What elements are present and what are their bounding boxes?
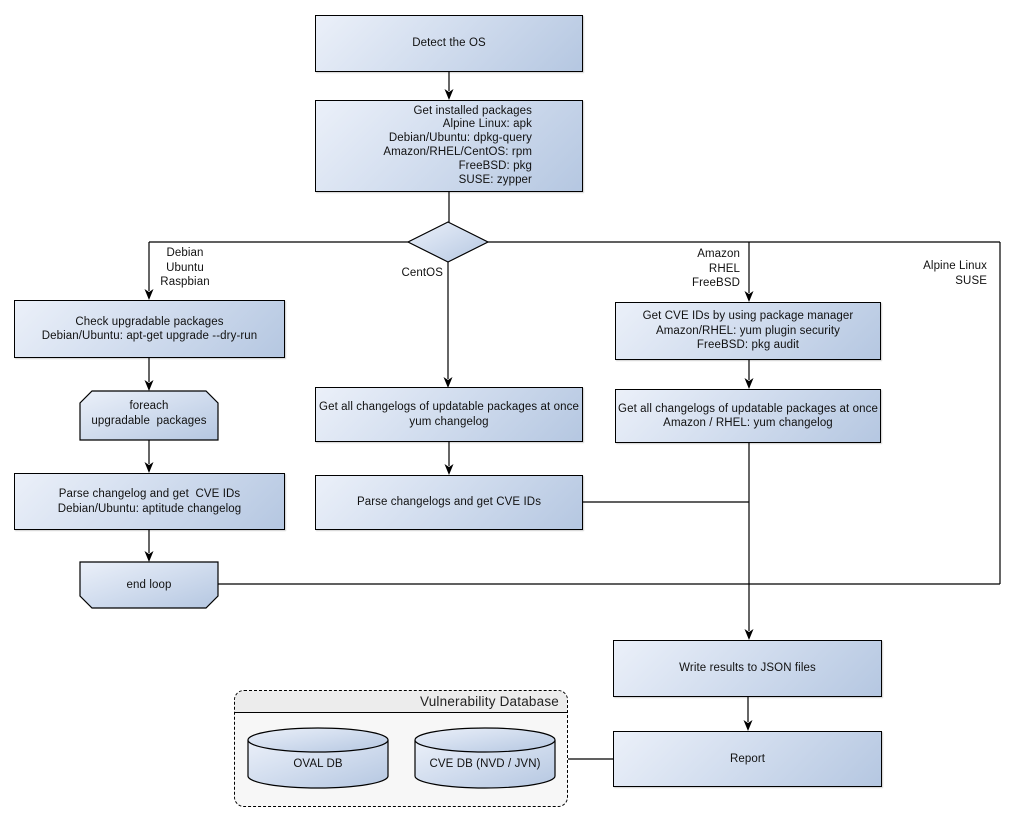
report-label: Report xyxy=(729,752,766,765)
detect-os-label: Detect the OS xyxy=(412,37,486,50)
branch-label-alpine: Alpine Linux SUSE xyxy=(923,260,987,287)
parse-changelogs-label: Parse changelogs and get CVE IDs xyxy=(356,496,542,509)
parse-changelog-debian-node: Parse changelog and get CVE IDs Debian/U… xyxy=(14,473,285,530)
arrowhead xyxy=(444,464,454,475)
write-results-json-label: Write results to JSON files xyxy=(679,662,816,675)
detect-os-node: Detect the OS xyxy=(315,15,583,72)
get-installed-packages-label: Get installed packages Alpine Linux: apk… xyxy=(383,104,532,186)
arrowhead xyxy=(744,629,754,640)
report-node: Report xyxy=(613,731,882,787)
parse-changelogs-node: Parse changelogs and get CVE IDs xyxy=(315,475,583,530)
get-cve-ids-package-manager-node: Get CVE IDs by using package manager Ama… xyxy=(615,302,881,360)
vulnerability-database-title: Vulnerability Database xyxy=(420,694,559,709)
arrowhead xyxy=(144,462,154,473)
check-upgradable-packages-node: Check upgradable packages Debian/Ubuntu:… xyxy=(14,300,285,358)
get-installed-packages-node: Get installed packages Alpine Linux: apk… xyxy=(315,100,583,192)
get-changelogs-amazon-node: Get all changelogs of updatable packages… xyxy=(615,389,881,443)
arrowhead xyxy=(144,289,154,300)
check-upgradable-packages-label: Check upgradable packages Debian/Ubuntu:… xyxy=(41,315,258,343)
arrowhead xyxy=(744,291,754,302)
get-changelogs-yum-label: Get all changelogs of updatable packages… xyxy=(319,401,579,428)
cve-db-label: CVE DB (NVD / JVN) xyxy=(429,758,541,770)
foreach-loop-label: foreach upgradable packages xyxy=(91,400,207,427)
arrowhead xyxy=(144,551,154,562)
end-loop-label: end loop xyxy=(126,579,172,591)
oval-db-label: OVAL DB xyxy=(293,758,343,770)
get-changelogs-amazon-label: Get all changelogs of updatable packages… xyxy=(618,402,878,430)
branch-label-amazon: Amazon RHEL FreeBSD xyxy=(692,248,740,289)
branch-label-debian: Debian Ubuntu Raspbian xyxy=(160,247,210,288)
arrowhead xyxy=(144,380,154,391)
arrowhead xyxy=(743,720,753,731)
get-cve-ids-package-manager-label: Get CVE IDs by using package manager Ama… xyxy=(642,310,854,352)
parse-changelog-debian-label: Parse changelog and get CVE IDs Debian/U… xyxy=(57,488,242,515)
branch-label-centos: CentOS xyxy=(401,267,443,279)
vulnerability-database-header: Vulnerability Database xyxy=(235,691,567,713)
arrowhead xyxy=(744,378,754,389)
get-changelogs-yum-node: Get all changelogs of updatable packages… xyxy=(315,387,583,442)
arrowhead xyxy=(444,89,454,100)
os-decision-diamond xyxy=(406,221,490,263)
write-results-json-node: Write results to JSON files xyxy=(613,640,882,697)
